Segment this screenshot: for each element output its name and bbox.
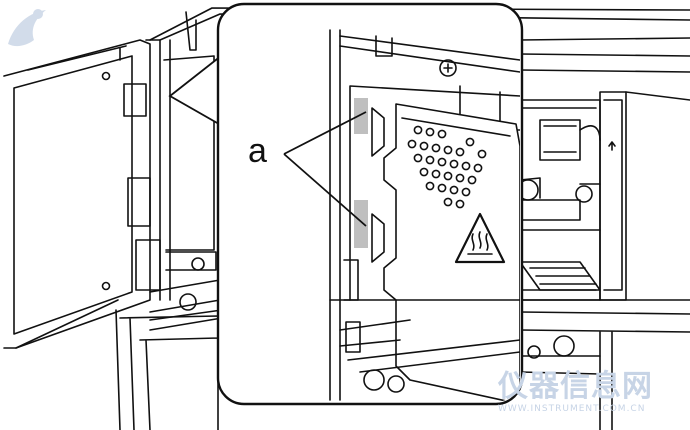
screw [101, 281, 111, 291]
callout-label-a: a [248, 132, 267, 170]
vent-holes [407, 125, 487, 209]
screw [191, 257, 205, 271]
hot-surface-warning-icon [454, 212, 506, 264]
slot-strip-lower [354, 200, 368, 248]
callout-leaders [283, 111, 367, 227]
cabinet-top [149, 7, 690, 41]
screw [179, 293, 197, 311]
lower-panel [115, 309, 219, 430]
watermark-text: 仪器信息网 [498, 369, 653, 404]
zoom-panel [216, 2, 524, 406]
watermark-logo-icon [8, 9, 46, 47]
screw [101, 71, 111, 81]
tray [519, 261, 601, 291]
open-door [3, 39, 151, 349]
cover-plate [383, 103, 520, 402]
watermark-subtext: WWW.INSTRUMENT.COM.CN [498, 404, 646, 414]
module [539, 119, 581, 161]
screw [553, 335, 575, 357]
slot-strip-upper [354, 98, 368, 134]
screw [439, 59, 457, 77]
